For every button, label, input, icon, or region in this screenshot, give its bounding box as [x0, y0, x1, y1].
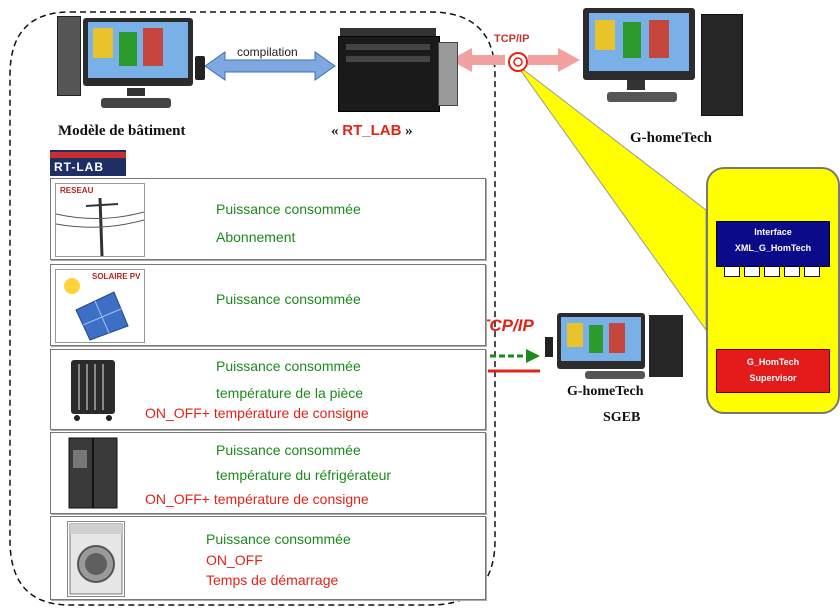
supervisor-block: G_HomTech Supervisor: [716, 349, 830, 393]
monitor-icon: [83, 18, 193, 86]
panel-line: Temps de démarrage: [206, 572, 339, 588]
solar-panel-icon: SOLAIRE PV: [55, 269, 145, 343]
keyboard-icon: [607, 92, 677, 102]
xml-interface-block: Interface XML_G_HomTech: [716, 221, 830, 267]
tcpip-top-right-arrow: [528, 48, 580, 72]
speaker-icon: [195, 56, 205, 80]
tcpip-top-left-arrow: [450, 48, 505, 72]
tcpip-mid-label: TCP/IP: [479, 316, 534, 335]
power-pole-icon: RESEAU: [55, 183, 145, 257]
tower-icon: [701, 14, 743, 116]
ghometech-computer-sgeb: [545, 313, 685, 379]
panel-refrigerateur: Puissance consommée température du réfri…: [50, 432, 486, 514]
panel-radiateur: Puissance consommée température de la pi…: [50, 349, 486, 430]
compilation-arrow: [204, 51, 336, 81]
radiator-icon: [61, 354, 125, 424]
panel-line: ON_OFF+ température de consigne: [145, 491, 369, 507]
panel-solaire: SOLAIRE PV Puissance consommée: [50, 264, 486, 346]
monitor-icon: [583, 8, 695, 80]
panel-line: ON_OFF: [206, 552, 263, 568]
compilation-label: compilation: [237, 45, 298, 59]
tower-icon: [57, 16, 81, 96]
washing-machine-icon: [67, 521, 125, 597]
interface-label: Interface: [754, 227, 792, 237]
panel-lave-linge: Puissance consommée ON_OFF Temps de déma…: [50, 516, 486, 600]
panel-line: température du réfrigérateur: [216, 467, 392, 483]
interface-name: XML_G_HomTech: [734, 243, 812, 253]
tcpip-top-label: TCP/IP: [494, 33, 530, 45]
building-model-computer: [57, 16, 205, 112]
panel-line: Puissance consommée: [216, 291, 361, 307]
refrigerator-icon: [61, 436, 125, 510]
ghometech-mid-label: G-homeTech: [567, 384, 644, 399]
panel-line: température de la pièce: [216, 385, 364, 401]
keyboard-icon: [101, 98, 171, 108]
sgeb-label: SGEB: [603, 410, 641, 425]
rtlab-chassis-icon: [338, 28, 458, 116]
tower-icon: [649, 315, 683, 377]
rtlab-name: RT_LAB: [342, 122, 402, 139]
panel-line: Abonnement: [216, 229, 296, 245]
panel-line: ON_OFF+ température de consigne: [145, 405, 369, 421]
ghometech-top-label: G-homeTech: [630, 130, 712, 146]
ghometech-computer-top: [583, 8, 743, 116]
building-model-label: Modèle de bâtiment: [58, 123, 186, 139]
rtlab-label: « RT_LAB »: [331, 122, 413, 139]
speaker-icon: [545, 337, 553, 357]
panel-line: Puissance consommée: [216, 442, 361, 458]
supervisor-name: Supervisor: [749, 373, 797, 383]
monitor-icon: [557, 313, 645, 369]
rtlab-logo: RT-LAB: [50, 150, 126, 176]
panel-line: Puissance consommée: [206, 531, 351, 547]
keyboard-icon: [585, 371, 645, 379]
panel-line: Puissance consommée: [216, 201, 361, 217]
rtlab-logo-text: RT-LAB: [54, 160, 104, 174]
panel-line: Puissance consommée: [216, 358, 361, 374]
dashed-boundary: [9, 11, 496, 606]
supervisor-label: G_HomTech: [746, 357, 800, 367]
panel-reseau: RESEAU Puissance consommée Abonnement: [50, 178, 486, 260]
